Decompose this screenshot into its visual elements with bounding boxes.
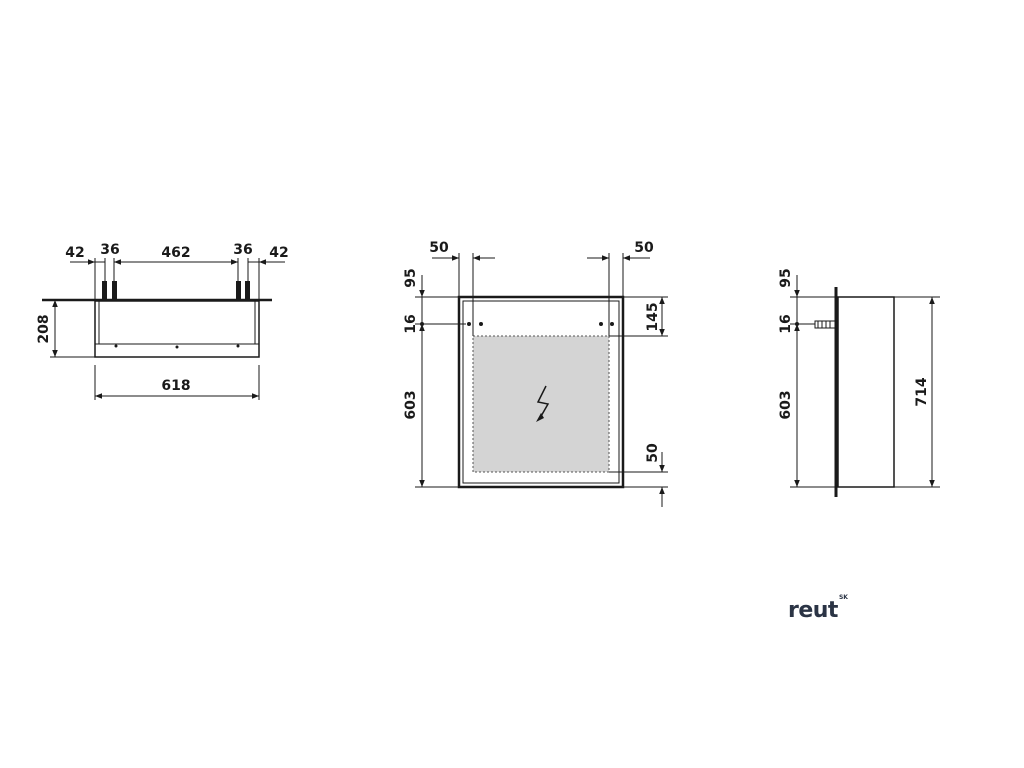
side-view-anchor-icon bbox=[814, 320, 838, 329]
dim-top-width: 618 bbox=[161, 378, 190, 394]
brand-logo: reutSK bbox=[788, 594, 848, 623]
dim-side-anchor-offset: 16 bbox=[778, 314, 794, 333]
top-view-cabinet-body bbox=[94, 300, 260, 358]
dim-top-anchor-span: 462 bbox=[161, 245, 190, 261]
dim-front-bottom-margin: 50 bbox=[645, 443, 661, 463]
dim-side-height: 603 bbox=[778, 390, 794, 419]
dim-side-top-offset: 95 bbox=[778, 268, 794, 287]
electrical-lightning-icon bbox=[536, 385, 550, 422]
brand-logo-suffix: SK bbox=[838, 593, 848, 601]
top-view-anchor-right bbox=[236, 281, 250, 299]
front-view-mirror bbox=[472, 335, 610, 473]
dim-front-top-to-mirror: 145 bbox=[645, 302, 661, 331]
dim-top-left-anchor: 36 bbox=[100, 242, 119, 258]
dim-front-height: 603 bbox=[403, 390, 419, 419]
dim-top-right-anchor: 36 bbox=[233, 242, 252, 258]
dim-front-anchor-offset: 16 bbox=[403, 314, 419, 333]
side-view-cabinet-body bbox=[837, 296, 895, 488]
dim-front-right-margin: 50 bbox=[634, 240, 654, 256]
dim-top-left-offset: 42 bbox=[65, 245, 84, 261]
front-view: 50 50 95 16 603 145 50 bbox=[403, 240, 668, 507]
front-view-frame bbox=[457, 295, 625, 489]
top-view-anchor-left bbox=[102, 281, 117, 299]
dim-top-right-offset: 42 bbox=[269, 245, 288, 261]
top-view: 42 36 462 36 42 618 208 bbox=[36, 242, 289, 400]
front-view-screw-icon bbox=[467, 322, 471, 326]
dim-side-total-height: 714 bbox=[914, 377, 930, 406]
dim-front-left-margin: 50 bbox=[429, 240, 449, 256]
side-view: 95 16 603 714 bbox=[778, 268, 940, 497]
dim-top-depth: 208 bbox=[36, 314, 52, 343]
dim-front-top-offset: 95 bbox=[403, 268, 419, 287]
brand-logo-text: reut bbox=[788, 598, 838, 623]
